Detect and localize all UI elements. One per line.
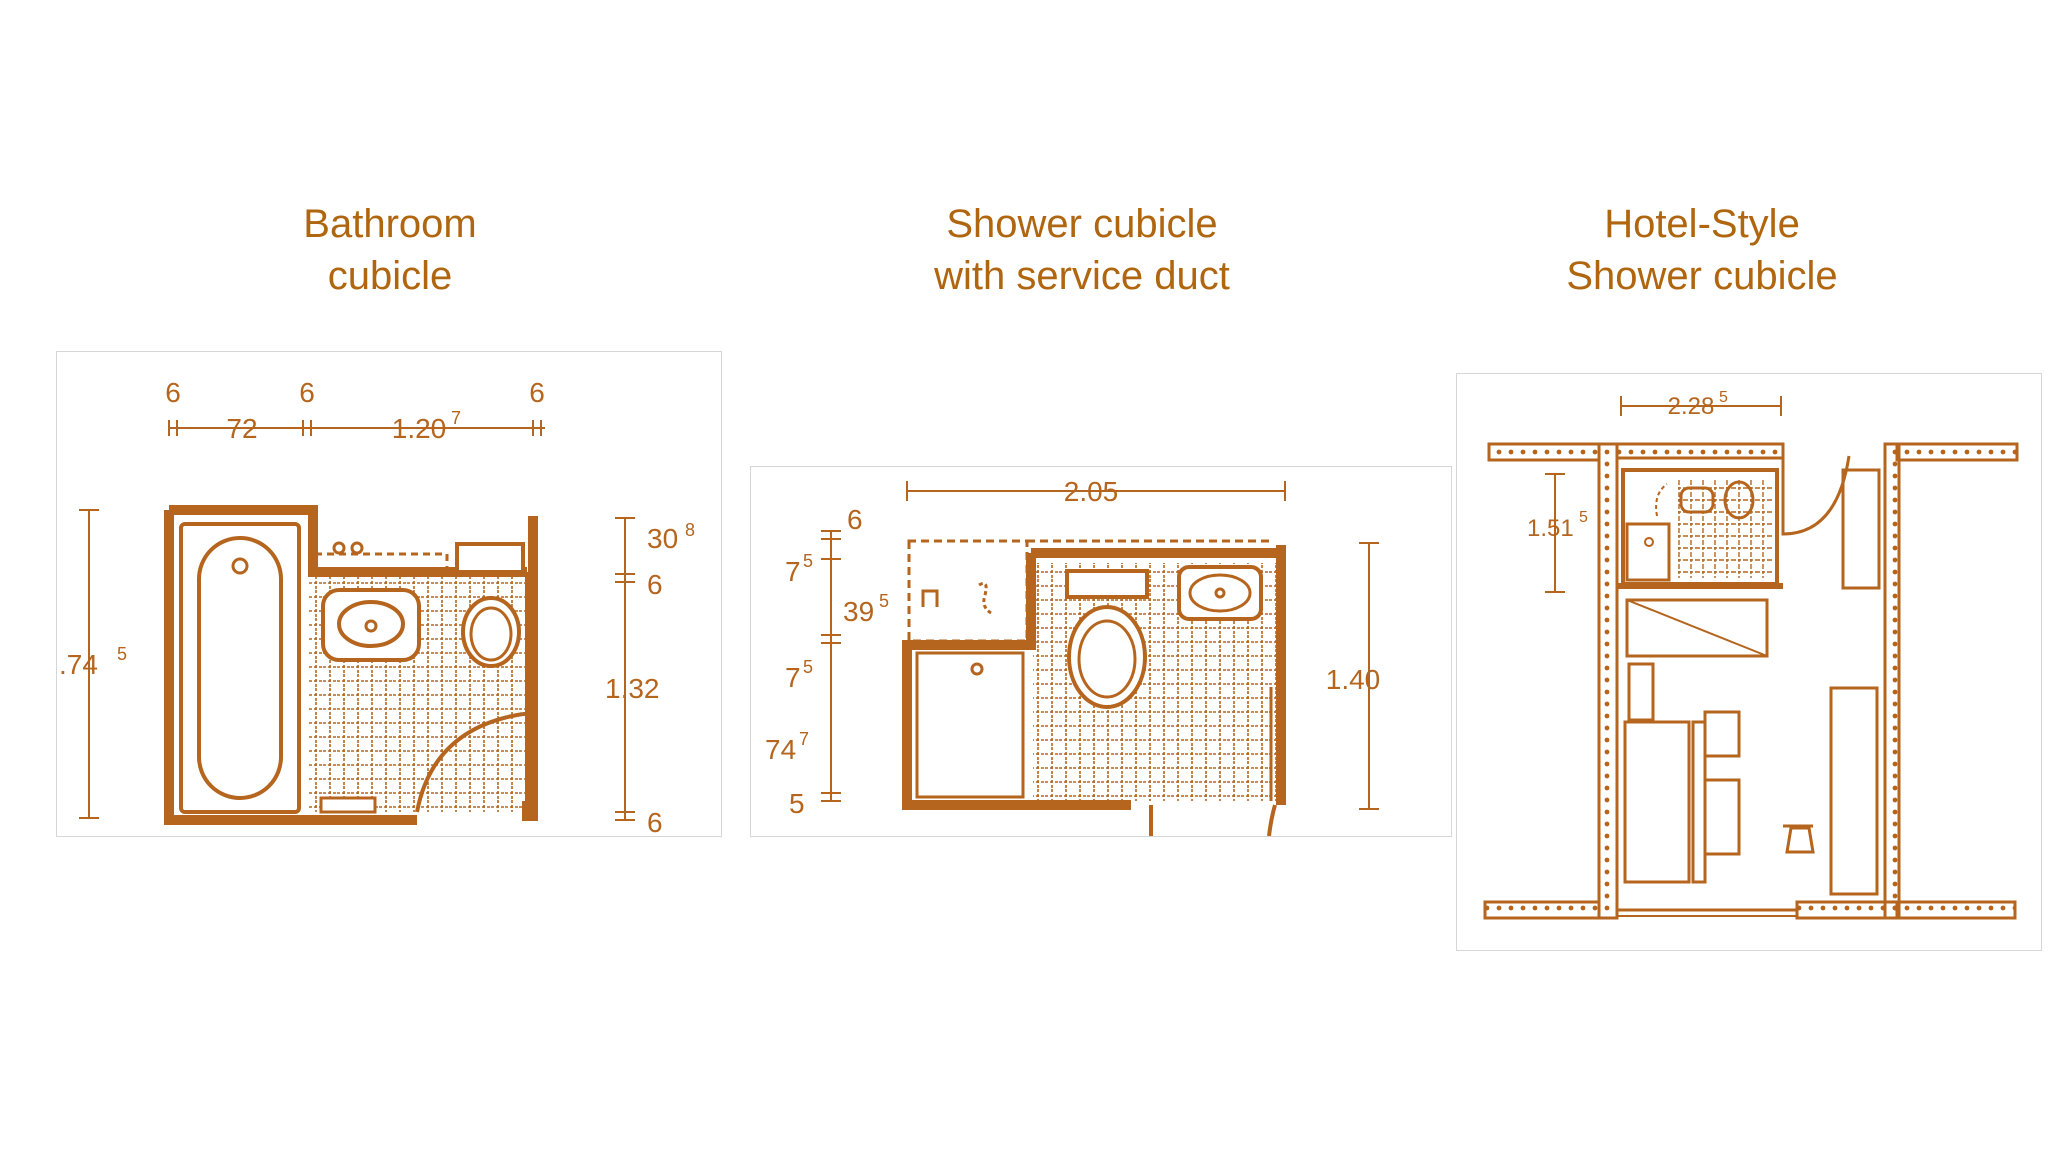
bathroom-dim-wall-b: 6 <box>647 807 663 836</box>
title-bathroom-cubicle: Bathroom cubicle <box>130 198 650 302</box>
shower-dim-gap-b-sup: 5 <box>803 657 813 677</box>
shower-dim-gap-a-sup: 5 <box>803 551 813 571</box>
title-shower-cubicle: Shower cubicle with service duct <box>822 198 1342 302</box>
title-hotel-shower-cubicle: Hotel-Style Shower cubicle <box>1442 198 1962 302</box>
hotel-plan-panel: 2.28 5 1.51 5 <box>1456 373 2042 951</box>
hotel-dim-width-sup: 5 <box>1719 389 1728 406</box>
shower-dim-duct: 39 <box>843 596 874 627</box>
bathroom-dim-mid-wall: 6 <box>299 377 315 408</box>
bathroom-dim-duct: 30 <box>647 523 678 554</box>
bathroom-dim-right-wall: 6 <box>529 377 545 408</box>
shower-dim-tray: 74 <box>765 734 796 765</box>
bathroom-dim-duct-sup: 8 <box>685 520 695 540</box>
title-shower-line1: Shower cubicle <box>946 202 1218 246</box>
title-hotel-line1: Hotel-Style <box>1604 202 1800 246</box>
shower-dim-tray-sup: 7 <box>799 729 809 749</box>
bathroom-plan-panel: 6 72 6 1.20 7 6 .74 5 30 8 6 1.32 6 <box>56 351 722 837</box>
bathroom-dim-height-sup: 5 <box>117 644 127 664</box>
bathroom-dim-depth: 1.32 <box>605 673 660 704</box>
bathroom-dim-wall-a: 6 <box>647 569 663 600</box>
shower-dim-depth: 1.40 <box>1326 664 1381 695</box>
bathroom-floor-plan: 6 72 6 1.20 7 6 .74 5 30 8 6 1.32 6 <box>59 377 695 836</box>
shower-dim-duct-sup: 5 <box>879 591 889 611</box>
shower-dim-width: 2.05 <box>1064 476 1119 507</box>
shower-dim-gap-a: 7 <box>785 556 801 587</box>
bathroom-dim-left-wall: 6 <box>165 377 181 408</box>
hotel-dim-depth-sup: 5 <box>1579 509 1588 526</box>
hotel-dim-depth: 1.51 <box>1527 515 1574 542</box>
hotel-dim-width: 2.28 <box>1668 393 1715 420</box>
hotel-floor-plan: 2.28 5 1.51 5 <box>1483 389 2019 920</box>
title-bathroom-line1: Bathroom <box>303 202 477 246</box>
shower-floor-plan: 2.05 6 7 5 39 5 7 5 74 7 5 1.40 <box>765 476 1381 836</box>
bathroom-dim-tub-width: 72 <box>226 413 257 444</box>
shower-dim-wall-bottom: 5 <box>789 788 805 819</box>
title-bathroom-line2: cubicle <box>327 254 453 298</box>
bathroom-dim-height: .74 <box>59 649 98 680</box>
title-shower-line2: with service duct <box>934 254 1230 298</box>
shower-dim-wall-top: 6 <box>847 504 863 535</box>
bathroom-dim-room-width: 1.20 <box>392 413 447 444</box>
shower-plan-panel: 2.05 6 7 5 39 5 7 5 74 7 5 1.40 <box>750 466 1452 837</box>
bathroom-dim-room-width-sup: 7 <box>451 408 461 428</box>
shower-dim-gap-b: 7 <box>785 662 801 693</box>
title-hotel-line2: Shower cubicle <box>1566 254 1838 298</box>
